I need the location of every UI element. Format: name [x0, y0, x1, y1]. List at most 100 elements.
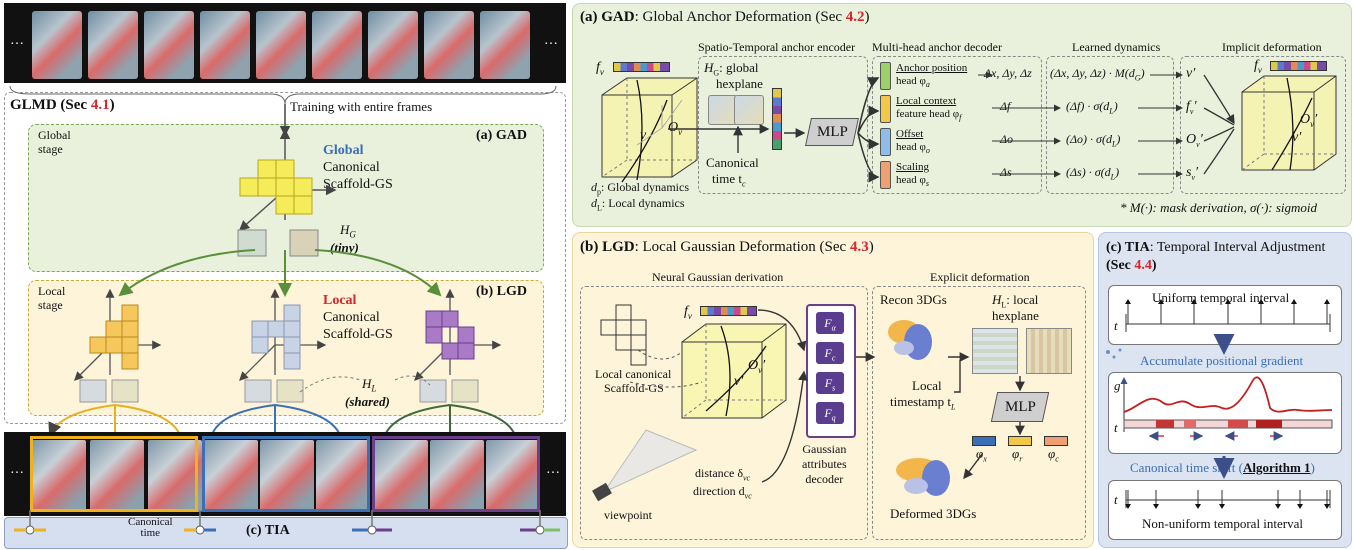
- video-frame: [32, 440, 86, 512]
- tia-gradient-plot: [1120, 376, 1333, 441]
- lgd-local-label: Local: [912, 378, 942, 393]
- video-frame: [368, 11, 418, 79]
- bottom-ellipsis-left: …: [10, 462, 24, 477]
- blue-group-border: [202, 436, 370, 512]
- gad-dyn-offset: (Δo) · σ(dL): [1066, 132, 1121, 149]
- ellipsis-right: …: [544, 33, 558, 48]
- video-frame: [260, 440, 314, 512]
- video-frame: [424, 11, 474, 79]
- local-scaffold-purple: [414, 288, 502, 403]
- lgd-hexplane-label: hexplane: [992, 308, 1039, 323]
- video-frame: [312, 11, 362, 79]
- glmd-outer-box: [4, 92, 566, 424]
- lgd-neural-box: [580, 286, 868, 540]
- lgd-phi-r: [1008, 436, 1032, 446]
- top-frame-strip: … …: [4, 3, 566, 83]
- gad-implicit-box: [1180, 56, 1346, 194]
- video-frame: [200, 11, 250, 79]
- lgd-viewpoint-frustum: [592, 429, 698, 502]
- ellipsis-left: …: [10, 33, 24, 48]
- gad-canonical-cube: [601, 77, 698, 183]
- tia-graphics: [1106, 299, 1333, 509]
- gad-encoder-title: Spatio-Temporal anchor encoder: [698, 40, 856, 54]
- blue-render-arrow: [274, 404, 341, 436]
- purple-group-border: [372, 436, 540, 512]
- lgd-f-s: Fs: [816, 372, 844, 394]
- gad-deformed-fv: fv: [1254, 58, 1262, 75]
- tia-title-line2: (Sec 4.4): [1106, 258, 1157, 273]
- lgd-fv-label: fv: [684, 304, 692, 321]
- video-frame: [88, 11, 138, 79]
- gad-dyn-feature: (Δf) · σ(dL): [1066, 99, 1118, 116]
- gad-feature-vector: [772, 88, 782, 150]
- local-scaffold-grey: [239, 288, 327, 403]
- gad-title: (a) GAD: Global Anchor Deformation (Sec …: [580, 9, 870, 25]
- training-brace: [9, 85, 557, 105]
- lgd-distance-label: distance δvc: [695, 466, 751, 483]
- gad-footnote: * M(·): mask derivation, σ(·): sigmoid: [1120, 200, 1318, 215]
- bottom-ellipsis-right: …: [546, 462, 560, 477]
- video-frame: [256, 11, 306, 79]
- gad-dynamics-title: Learned dynamics: [1072, 40, 1161, 54]
- lgd-phi-x-label: φx: [976, 446, 987, 464]
- video-frame: [316, 440, 370, 512]
- gad-dyn-anchor: (Δx, Δy, Δz) · M(dG): [1050, 66, 1145, 83]
- yellow-group-border: [30, 436, 198, 512]
- gad-hexplane-label: hexplane: [716, 76, 763, 91]
- lgd-title: (b) LGD: Local Gaussian Deformation (Sec…: [580, 239, 874, 255]
- lgd-v-label: v′: [734, 374, 744, 389]
- global-word: Global: [323, 143, 364, 158]
- shared-hexplane-link: [299, 376, 361, 393]
- gad-implicit-title: Implicit deformation: [1222, 40, 1322, 54]
- gad-left-label: (a) GAD: [476, 128, 527, 143]
- gad-decoder-title: Multi-head anchor decoder: [872, 40, 1002, 54]
- gad-hexplane-planes: [734, 95, 764, 125]
- gad-deformed-v: v′: [1292, 130, 1302, 145]
- shared-label: (shared): [345, 394, 390, 409]
- gad-out-v: v′: [1186, 66, 1196, 81]
- gad-fv-label: fv: [596, 60, 604, 77]
- video-frame: [486, 440, 540, 512]
- gad-flow-arrows: [668, 71, 1235, 183]
- gad-hg-label: HG: global: [704, 60, 759, 78]
- lgd-explicit-box: [872, 286, 1086, 540]
- tia-nonuniform-box: [1108, 480, 1342, 540]
- gad-deformed-ov: Ov′: [1300, 112, 1318, 129]
- gad-deformed-feature-bar: [1270, 61, 1327, 71]
- gad-v-label: v: [640, 128, 647, 143]
- gad-dl-label: dL: Local dynamics: [591, 196, 685, 213]
- tia-uniform-t: t: [1114, 318, 1118, 333]
- yellow-render-arrow: [48, 404, 116, 437]
- glmd-title: GLMD (Sec 4.1): [10, 97, 115, 113]
- gad-ov-label: Ov: [668, 120, 683, 137]
- lgd-phi-r-label: φr: [1012, 446, 1023, 464]
- tia-nonuniform-ticks: [1125, 490, 1331, 509]
- tia-title: (c) TIA: Temporal Interval Adjustment: [1106, 240, 1326, 255]
- green-render-arrow: [384, 404, 451, 436]
- video-frame: [90, 440, 144, 512]
- green-render-arrow: [449, 404, 516, 436]
- gad-dynamics-box: [1046, 56, 1174, 194]
- lgd-recon-label: Recon 3DGs: [880, 292, 947, 307]
- video-frame: [32, 11, 82, 79]
- lgd-f-c: Fc: [816, 342, 844, 364]
- tia-timeline-graphics: [14, 510, 560, 535]
- lgd-scaffold-label: Scaffold-GS: [604, 381, 664, 395]
- local-scaffold-yellow: [74, 288, 162, 403]
- hg-label: HG: [340, 222, 356, 240]
- gad-canonical-label: Canonical: [706, 155, 759, 170]
- video-frame: [204, 440, 258, 512]
- tia-g-label: g: [1114, 378, 1121, 393]
- global-canonical: Canonical: [323, 160, 380, 175]
- video-frame: [148, 440, 202, 512]
- gad-deformed-cube: [1241, 75, 1337, 171]
- tia-uniform-label: Uniform temporal interval: [1152, 290, 1290, 305]
- lgd-hexplane-grid: [972, 328, 1018, 374]
- local-word: Local: [323, 293, 357, 308]
- global-to-local-arrow: [314, 249, 442, 297]
- global-to-local-arrow: [118, 249, 256, 297]
- video-frame: [480, 11, 530, 79]
